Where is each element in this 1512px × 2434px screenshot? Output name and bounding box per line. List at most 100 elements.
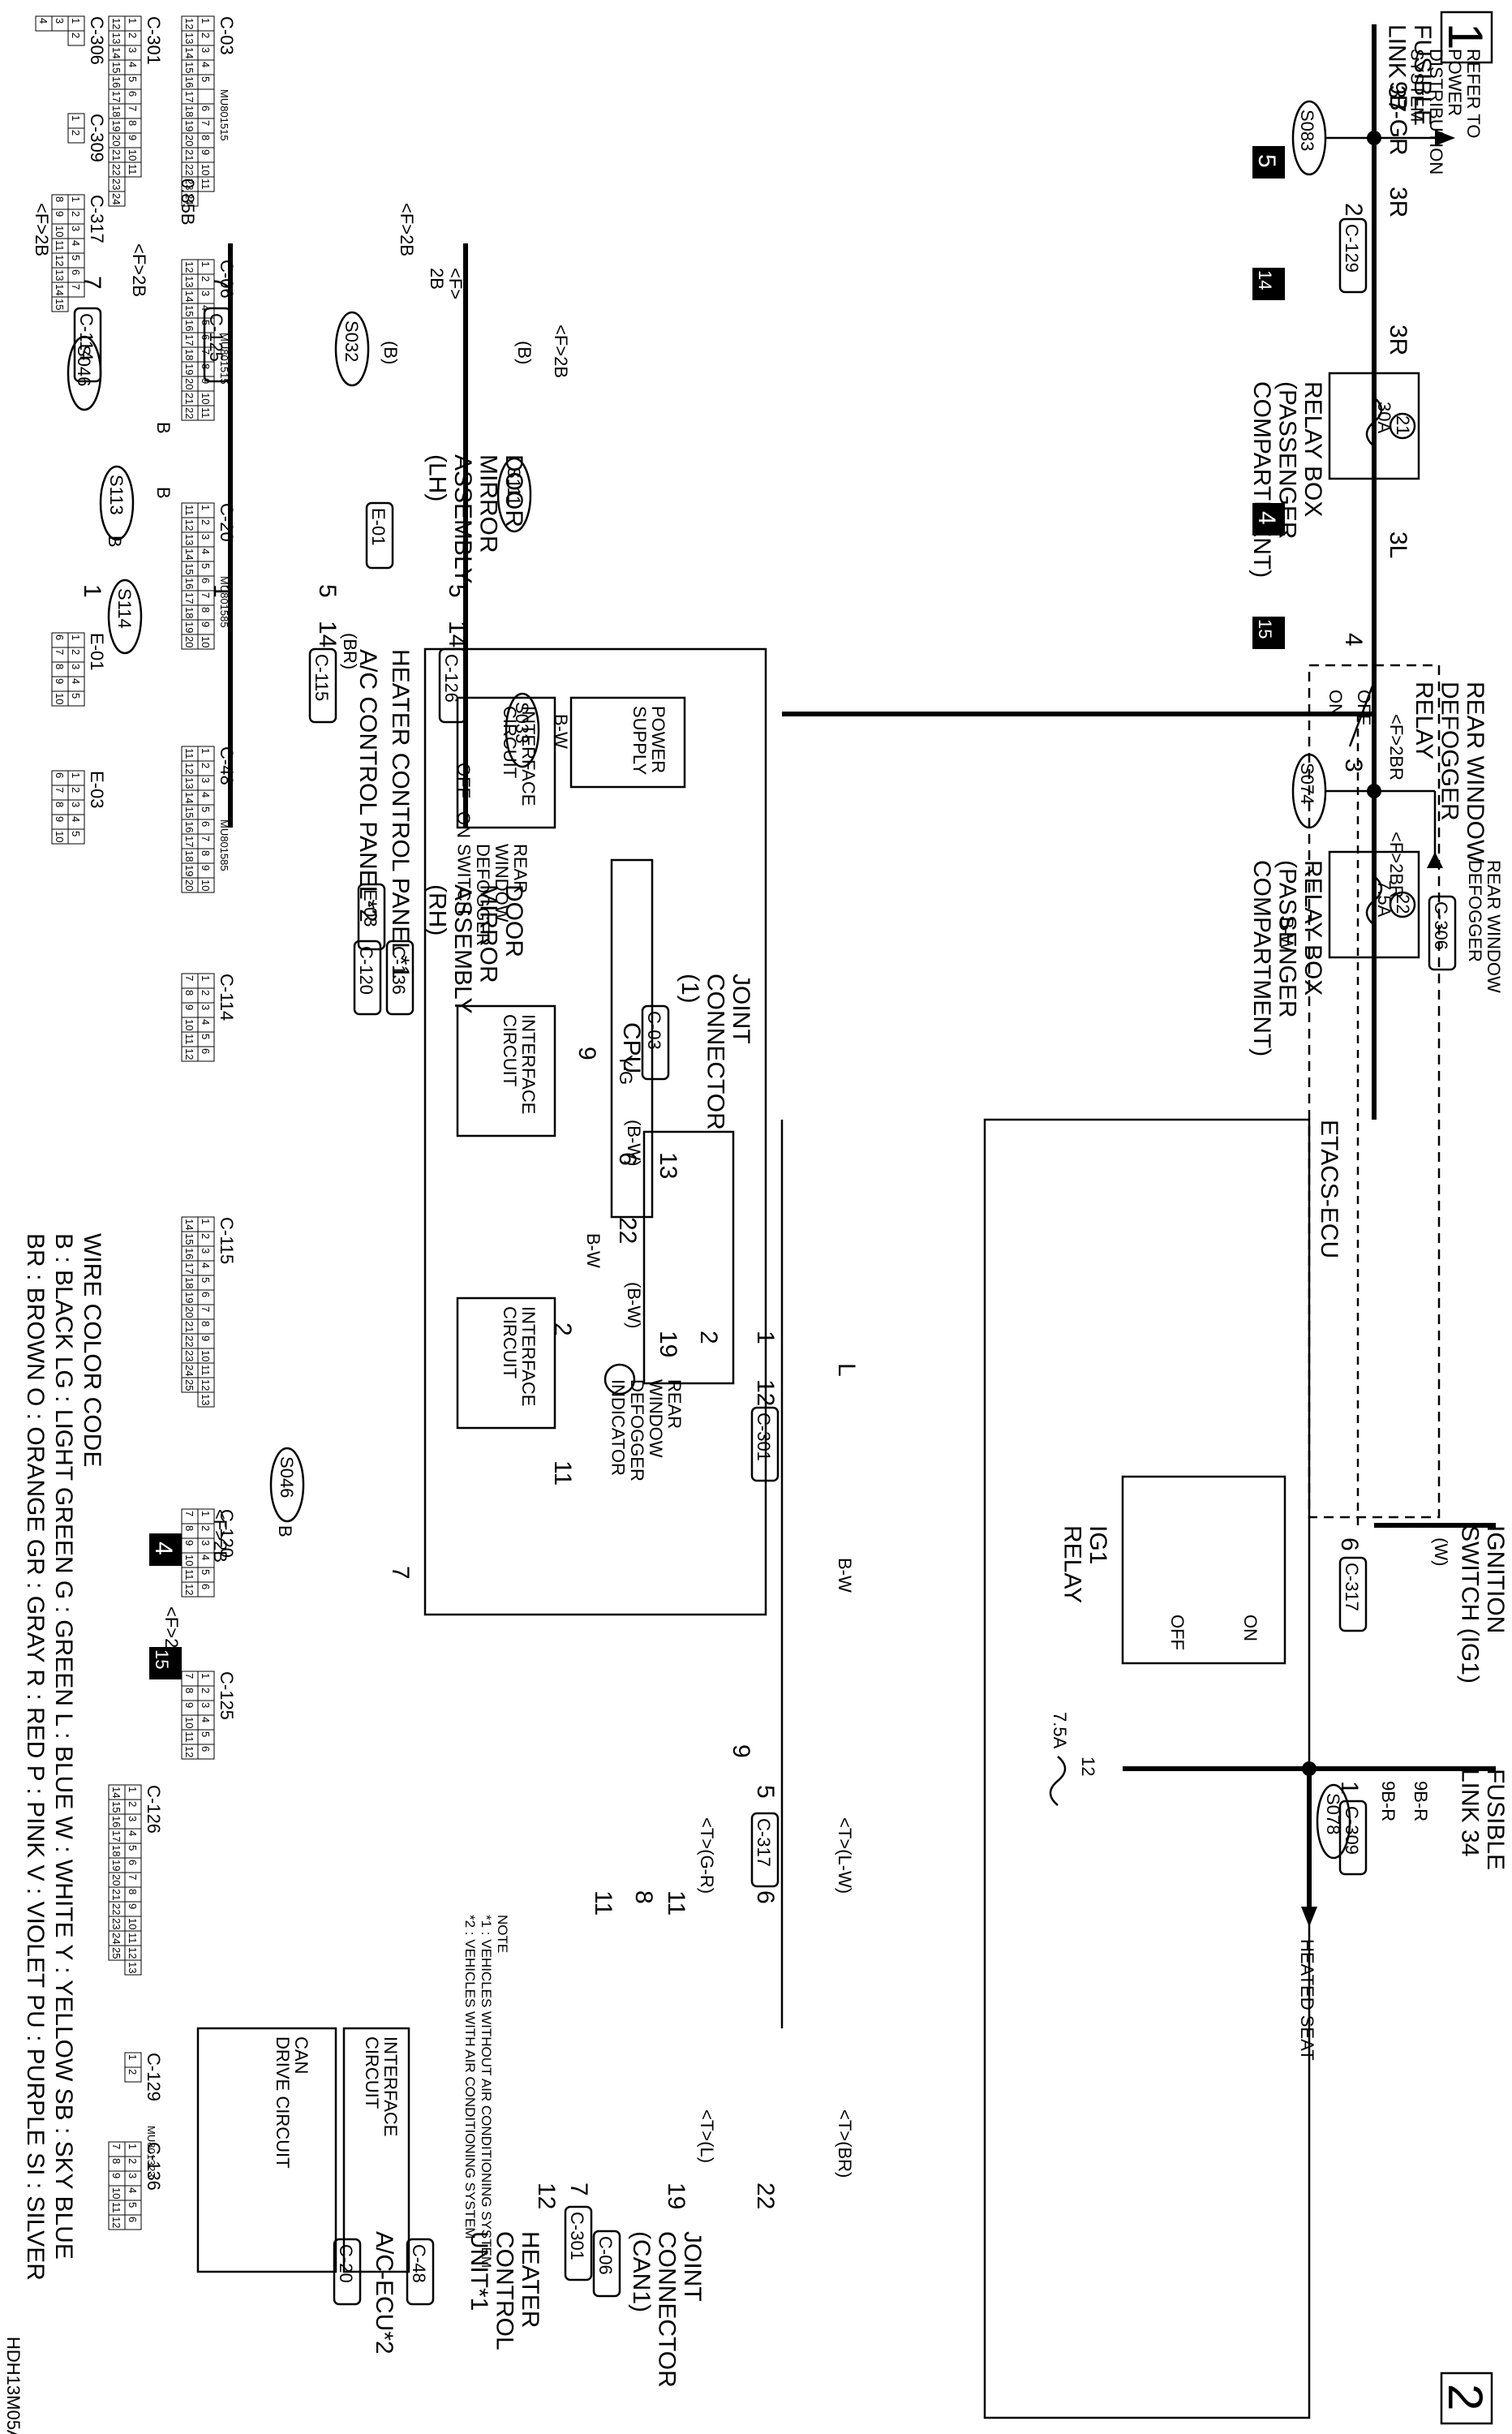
pin-6-jc: 6 bbox=[614, 1152, 641, 1166]
connector-pin-number: 8 bbox=[127, 120, 139, 126]
connector-pin-number: 1 bbox=[200, 505, 212, 510]
pin-7-can: 7 bbox=[565, 2182, 592, 2196]
connector-pin-number: 5 bbox=[70, 255, 82, 260]
pin-11-panel: 11 bbox=[549, 1460, 576, 1486]
door-mirror-rh-label: DOORMIRRORASSEMBLY(RH) bbox=[424, 884, 528, 1014]
connector-ref-c06: C-06 bbox=[595, 2236, 616, 2275]
defogger-indicator-icon bbox=[604, 1363, 636, 1395]
connector-pin-number: 5 bbox=[200, 1731, 212, 1737]
connector-pin-number: 5 bbox=[200, 1569, 212, 1575]
label-line: ASSEMBLY bbox=[449, 454, 476, 584]
connector-pin-cell bbox=[124, 2066, 142, 2083]
label-line: LINK 37 bbox=[1384, 24, 1411, 112]
label-line: RELAY bbox=[1059, 1525, 1086, 1603]
connector-pin-number: 2 bbox=[200, 1525, 212, 1531]
connector-pin-number: 4 bbox=[200, 62, 212, 67]
legend-row-2: BR : BROWN O : ORANGE GR : GRAY R : RED … bbox=[22, 1233, 49, 2281]
connector-pin-number: 11 bbox=[183, 1034, 195, 1045]
connector-pin-number: 7 bbox=[200, 836, 212, 841]
frame-marker-2: 2 bbox=[1438, 2384, 1493, 2410]
connector-pin-number: 10 bbox=[183, 1717, 195, 1728]
wire-label-t-lw: <T>(L-W) bbox=[835, 1817, 855, 1894]
label-line: JOINT bbox=[679, 2231, 706, 2302]
connector-pin-number: 1 bbox=[70, 18, 82, 24]
connector-pin-number: 13 bbox=[127, 1962, 139, 1973]
fuse-12-amp: 7.5A bbox=[1050, 1712, 1070, 1749]
relay-box-1-outline bbox=[1328, 372, 1420, 480]
label-line: MIRROR bbox=[475, 454, 502, 553]
connector-pin-number: 14 bbox=[183, 47, 195, 58]
connector-pin-number: 18 bbox=[183, 607, 195, 618]
connector-pin-number: 6 bbox=[200, 578, 212, 583]
connector-pin-number: 5 bbox=[200, 1034, 212, 1039]
wire-label-t-gr: <T>(G-R) bbox=[697, 1817, 717, 1894]
connector-pin-number: 6 bbox=[70, 269, 82, 275]
connector-pin-number: 11 bbox=[127, 1933, 139, 1944]
label-line: CONTROL bbox=[492, 2231, 518, 2350]
relay-box-2-label: RELAY BOX(PASSENGERCOMPARTMENT) bbox=[1248, 860, 1326, 1056]
connector-pin-number: 25 bbox=[183, 1379, 195, 1391]
ac-panel-label: A/C CONTROL PANEL*2 bbox=[354, 649, 381, 922]
label-line: DEFOGGER bbox=[627, 1379, 647, 1481]
connector-pin-number: 11 bbox=[110, 2202, 122, 2213]
splice-s046-b: S046 bbox=[277, 1456, 297, 1498]
connector-ref-e03-box bbox=[357, 883, 386, 951]
label-line: CIRCUIT bbox=[500, 1306, 520, 1378]
interface-circuit-1-label: INTERFACECIRCUIT bbox=[500, 706, 539, 806]
connector-pin-number: 12 bbox=[200, 1379, 212, 1391]
pin-7-a: 7 bbox=[208, 276, 235, 290]
connector-pin-number: 3 bbox=[200, 1248, 212, 1254]
splice-s033-oval bbox=[505, 692, 540, 768]
pin-2-jc: 2 bbox=[695, 1331, 722, 1344]
connector-pin-number: 5 bbox=[127, 1845, 139, 1851]
connector-ref-e01-box bbox=[365, 501, 394, 570]
pin-2-panel: 2 bbox=[549, 1322, 576, 1336]
label-line: REAR WINDOW bbox=[1462, 682, 1488, 863]
connector-pin-number: 7 bbox=[183, 1511, 195, 1516]
ig1-relay-label: IG1RELAY bbox=[1059, 1525, 1112, 1603]
connector-pin-number: 2 bbox=[70, 130, 82, 135]
pin-1-b: 1 bbox=[79, 584, 105, 598]
connector-pin-number: 7 bbox=[70, 284, 82, 290]
connector-pin-cell bbox=[181, 1377, 199, 1393]
connector-pin-number: 9 bbox=[54, 211, 66, 217]
connector-pin-number: 7 bbox=[110, 2144, 122, 2149]
label-line: FUSIBLE bbox=[1409, 24, 1436, 126]
connector-pin-number: 24 bbox=[183, 193, 195, 204]
label-line: SYSTEM bbox=[1407, 49, 1428, 122]
connector-pin-number: 8 bbox=[54, 196, 66, 202]
defogger-relay-label: REAR WINDOWDEFOGGERRELAY bbox=[1411, 682, 1488, 863]
connector-table-c-48: C-48MU8015851234567891011121314151617181… bbox=[181, 746, 237, 893]
connector-ref-c317-b: C-317 bbox=[754, 1818, 774, 1867]
connector-pin-number: 19 bbox=[183, 363, 195, 375]
connector-pin-number: 16 bbox=[183, 578, 195, 589]
label-line: RELAY BOX bbox=[1299, 860, 1326, 996]
label-line: CIRCUIT bbox=[500, 706, 520, 778]
connector-ref-c115-box bbox=[308, 647, 337, 724]
splice-s074: S074 bbox=[1297, 763, 1317, 804]
pin-1-a: 1 bbox=[208, 584, 235, 598]
connector-pin-number: 6 bbox=[127, 2217, 139, 2222]
connector-pin-number: 6 bbox=[54, 772, 66, 778]
connector-pin-cell bbox=[124, 1959, 142, 1976]
connector-pin-number: 6 bbox=[127, 1860, 139, 1865]
connector-pin-number: 1 bbox=[127, 2054, 139, 2060]
label-line: INTERFACE bbox=[518, 706, 539, 806]
connector-pin-number: 1 bbox=[70, 772, 82, 778]
arrow-right-icon bbox=[1301, 1907, 1317, 1927]
connector-pin-number: 14 bbox=[183, 548, 195, 560]
connector-pin-number: 17 bbox=[183, 1262, 195, 1274]
connector-pin-number: 7 bbox=[54, 787, 66, 793]
connector-pin-number: 2 bbox=[70, 211, 82, 217]
wire-label-085b: 0.85B bbox=[178, 178, 198, 226]
connector-pin-cell bbox=[51, 690, 69, 707]
connector-pin-number: 23 bbox=[183, 1350, 195, 1361]
connector-table-id: C-317 bbox=[87, 195, 107, 243]
connector-pin-number: 5 bbox=[200, 1277, 212, 1283]
connector-pin-number: 13 bbox=[183, 777, 195, 789]
